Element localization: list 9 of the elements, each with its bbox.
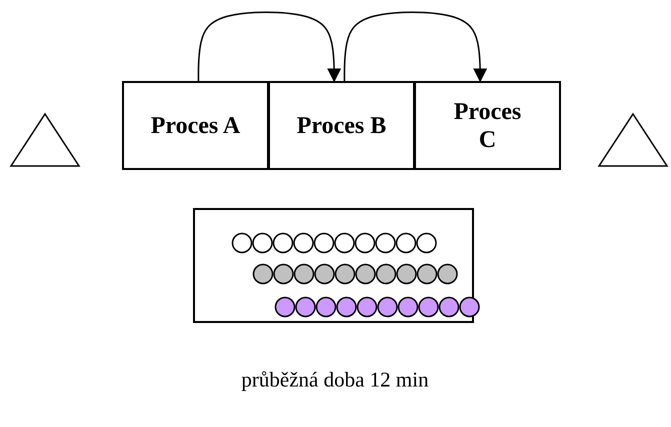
process-label: Proces B xyxy=(296,112,386,140)
note-text: průběžná doba 12 min xyxy=(241,368,429,392)
process-label: Proces C xyxy=(452,98,522,154)
arrow xyxy=(344,12,488,82)
process-label: Proces A xyxy=(150,112,240,140)
process-box xyxy=(414,81,561,170)
arrow xyxy=(198,12,342,82)
process-box xyxy=(268,81,415,170)
process-box xyxy=(122,81,269,170)
